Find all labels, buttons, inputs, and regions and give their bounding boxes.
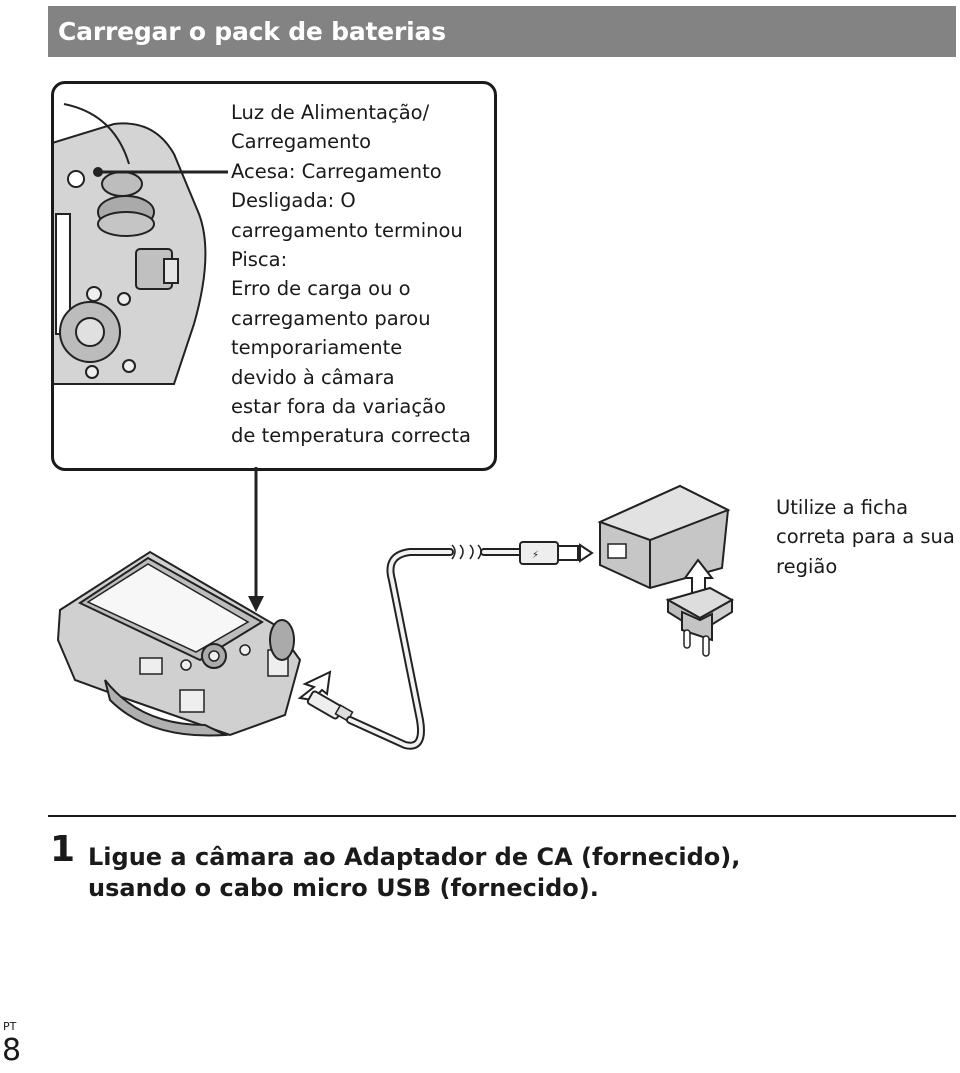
- callout-line: temporariamente: [231, 336, 403, 360]
- step-line: Ligue a câmara ao Adaptador de CA (forne…: [88, 843, 741, 871]
- pointer-arrowhead: [248, 596, 264, 612]
- callout-line: Erro de carga ou o: [231, 277, 411, 301]
- step-line: usando o cabo micro USB (fornecido).: [88, 874, 599, 902]
- page-number: 8: [2, 1033, 22, 1068]
- plug-adapter-illustration: [665, 586, 735, 657]
- plug-in-arrow: [579, 543, 594, 563]
- step-number: 1: [50, 829, 76, 870]
- callout-line: Pisca:: [231, 248, 288, 272]
- camera-illustration: [56, 550, 302, 737]
- section-title: Carregar o pack de baterias: [58, 17, 446, 46]
- callout-line: Luz de Alimentação/: [231, 101, 430, 124]
- step-instruction: Ligue a câmara ao Adaptador de CA (forne…: [88, 842, 740, 904]
- callout-line: devido à câmara: [231, 365, 395, 389]
- insert-arrow: [297, 670, 332, 702]
- callout-line: Acesa: Carregamento: [231, 159, 442, 183]
- section-header: Carregar o pack de baterias: [48, 6, 956, 57]
- camera-top-closeup-illustration: [54, 103, 228, 385]
- usb-cable-illustration: ⚡: [306, 541, 579, 750]
- callout-line: de temperatura correcta: [231, 424, 471, 448]
- charging-connection-illustration: ⚡: [56, 467, 735, 750]
- callout-line: Desligada: O: [231, 189, 356, 213]
- callout-line: carregamento parou: [231, 306, 431, 330]
- callout-line: carregamento terminou: [231, 218, 463, 242]
- charge-lamp-callout: Luz de Alimentação/ Carregamento Acesa: …: [51, 81, 497, 471]
- usb-icon: ⚡: [532, 550, 539, 561]
- plug-note-line: correta para a sua: [776, 525, 955, 549]
- plug-note-line: Utilize a ficha: [776, 496, 909, 519]
- callout-line: Carregamento: [231, 130, 372, 154]
- callout-line: estar fora da variação: [231, 395, 446, 419]
- plug-note: Utilize a ficha correta para a sua regiã…: [776, 493, 960, 581]
- charge-lamp-description: Luz de Alimentação/ Carregamento Acesa: …: [231, 98, 493, 451]
- plug-note-line: região: [776, 554, 838, 578]
- section-divider: [48, 815, 956, 817]
- language-code: PT: [3, 1020, 17, 1033]
